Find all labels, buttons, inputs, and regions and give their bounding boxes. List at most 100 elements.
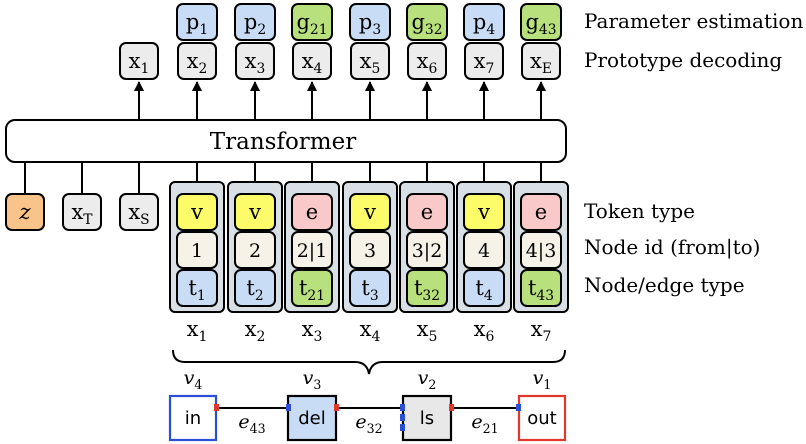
node-type-symbol: t1: [188, 276, 205, 304]
input-box: [5, 193, 45, 231]
node-id-box: [291, 231, 333, 269]
param-box: [463, 3, 505, 41]
decoded-box: [177, 42, 217, 80]
graph-node-in: [168, 394, 218, 442]
decoded-box: [464, 42, 504, 80]
graph-node-symbol: v3: [303, 367, 322, 392]
token-x-label: x2: [245, 317, 266, 345]
decoded-box: [521, 42, 561, 80]
node-id-box: [176, 231, 218, 269]
node-id-box: [349, 231, 391, 269]
token-x-label: x1: [187, 317, 208, 345]
node-type-symbol: t2: [246, 276, 263, 304]
input-symbol: z: [18, 200, 31, 224]
transformer-label: Transformer: [210, 129, 356, 155]
node-id-value: 3: [364, 240, 376, 262]
token-type-symbol: v: [363, 200, 376, 224]
node-type-symbol: t43: [528, 276, 554, 304]
token-type-box: [463, 193, 505, 231]
graph-port: [400, 404, 405, 411]
graph-port: [400, 424, 405, 431]
input-symbol: xT: [71, 200, 93, 228]
graph-node-symbol: v2: [418, 367, 437, 392]
graph-node-del: [286, 394, 338, 442]
decoded-box: [235, 42, 275, 80]
decoded-symbol: x7: [474, 49, 495, 77]
token-type-symbol: v: [477, 200, 490, 224]
decoded-symbol: x6: [417, 49, 438, 77]
node-id-value: 2: [249, 240, 261, 262]
token-type-box: [520, 193, 562, 231]
graph-port: [449, 404, 454, 411]
decoded-box: [407, 42, 447, 80]
token-type-box: [234, 193, 276, 231]
token-type-symbol: e: [421, 200, 433, 224]
token-type-box: [176, 193, 218, 231]
graph-port: [334, 404, 339, 411]
node-id-value: 3|2: [412, 240, 443, 262]
param-box: [520, 3, 562, 41]
graph-node-label: out: [527, 408, 556, 429]
token-type-box: [291, 193, 333, 231]
param-symbol: g32: [411, 10, 442, 38]
param-symbol: g21: [296, 10, 327, 38]
node-type-symbol: t32: [414, 276, 440, 304]
graph-node-label: ls: [420, 408, 434, 429]
node-type-box: [520, 269, 562, 307]
node-id-value: 4: [478, 240, 490, 262]
graph-edge-label: e21: [471, 411, 498, 436]
decoded-symbol: x4: [302, 49, 323, 77]
decoded-symbol: x1: [129, 49, 150, 77]
param-symbol: g43: [525, 10, 556, 38]
node-id-box: [520, 231, 562, 269]
param-symbol: p4: [473, 10, 495, 38]
grouping-brace: [172, 349, 566, 375]
node-type-symbol: t21: [299, 276, 325, 304]
graph-port: [400, 414, 405, 421]
graph-node-symbol: v1: [533, 367, 552, 392]
input-symbol: xS: [128, 200, 149, 228]
row-label-node-type: Node/edge type: [584, 273, 745, 297]
node-id-value: 2|1: [297, 240, 328, 262]
token-type-symbol: e: [306, 200, 318, 224]
param-symbol: p1: [186, 10, 208, 38]
token-type-box: [406, 193, 448, 231]
graph-node-out: [517, 394, 567, 442]
node-id-value: 1: [191, 240, 203, 262]
row-label-node-id: Node id (from|to): [584, 235, 760, 260]
param-symbol: p3: [359, 10, 381, 38]
node-type-symbol: t4: [475, 276, 492, 304]
param-box: [349, 3, 391, 41]
decoded-box: [292, 42, 332, 80]
graph-node-symbol: v4: [184, 367, 203, 392]
graph-port: [286, 404, 291, 411]
decoded-symbol: x5: [360, 49, 381, 77]
decoded-symbol: x2: [187, 49, 208, 77]
node-id-value: 4|3: [526, 240, 557, 262]
node-type-box: [291, 269, 333, 307]
param-box: [406, 3, 448, 41]
node-type-box: [406, 269, 448, 307]
node-type-symbol: t3: [361, 276, 378, 304]
token-x-label: x5: [417, 317, 438, 345]
param-symbol: p2: [244, 10, 266, 38]
param-box: [291, 3, 333, 41]
node-type-box: [349, 269, 391, 307]
node-type-box: [176, 269, 218, 307]
node-id-box: [463, 231, 505, 269]
param-box: [234, 3, 276, 41]
decoded-box: [350, 42, 390, 80]
param-box: [176, 3, 218, 41]
token-type-symbol: v: [190, 200, 203, 224]
token-type-box: [349, 193, 391, 231]
graph-port: [516, 404, 521, 411]
row-label-decode: Prototype decoding: [584, 48, 782, 72]
decoded-symbol: x3: [245, 49, 266, 77]
transformer-block: [5, 119, 567, 163]
graph-port: [214, 404, 219, 411]
node-type-box: [463, 269, 505, 307]
graph-edge-label: e43: [238, 411, 265, 436]
decoded-symbol: xE: [530, 49, 552, 77]
input-box: [62, 193, 102, 231]
